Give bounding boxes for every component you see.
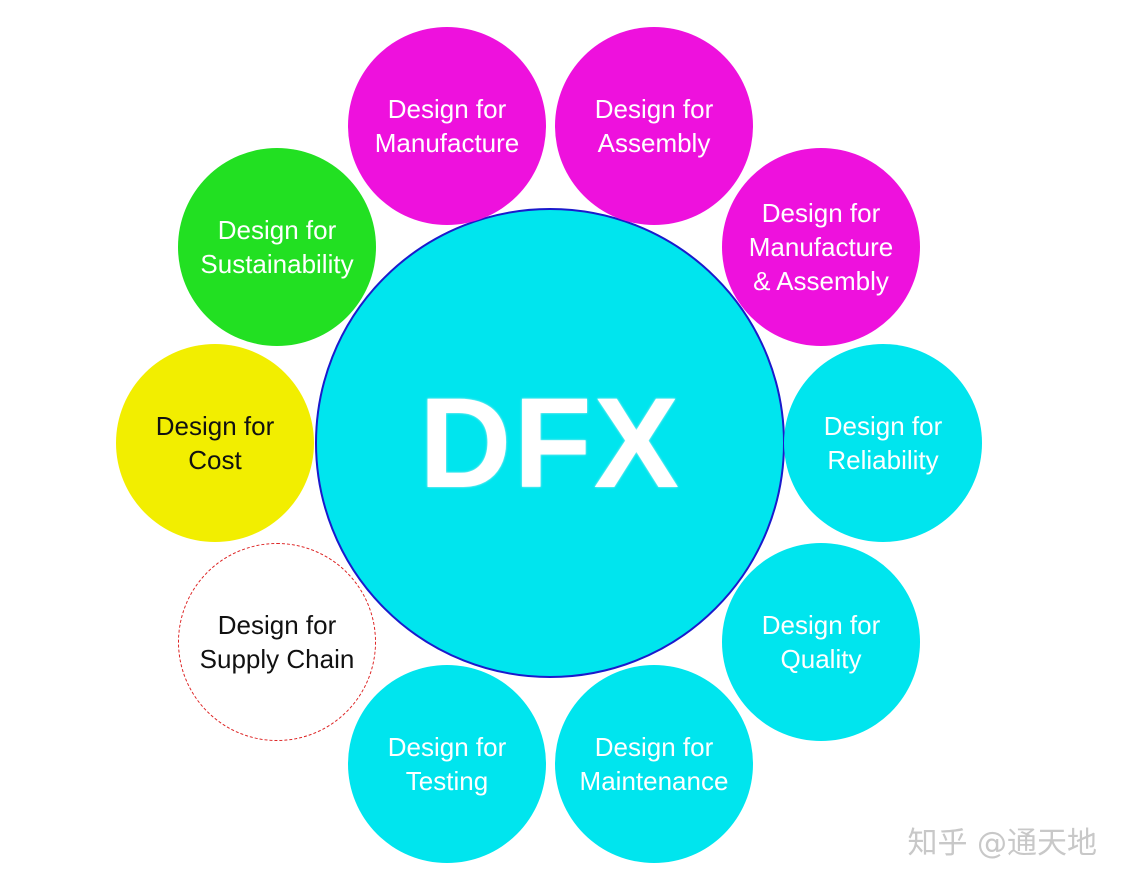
node-sustainability-line1: Design for xyxy=(217,215,337,245)
node-supply-chain: Design for Supply Chain xyxy=(178,543,376,741)
node-supply-chain-line1: Design for xyxy=(217,610,337,640)
node-cost-line1: Design for xyxy=(155,411,275,441)
node-assembly: Design for Assembly xyxy=(555,27,753,225)
node-cost: Design for Cost xyxy=(116,344,314,542)
dfx-center-circle: DFX xyxy=(315,208,785,678)
node-quality-line2: Quality xyxy=(780,644,862,674)
node-reliability-line2: Reliability xyxy=(827,445,939,475)
node-supply-chain-line2: Supply Chain xyxy=(199,644,355,674)
node-reliability-line1: Design for xyxy=(823,411,943,441)
node-manufacture: Design for Manufacture xyxy=(348,27,546,225)
node-reliability: Design for Reliability xyxy=(784,344,982,542)
watermark-text: 知乎 @通天地 xyxy=(907,826,1097,861)
node-maintenance-line2: Maintenance xyxy=(579,766,729,796)
node-manufacture-line2: Manufacture xyxy=(374,128,520,158)
node-assembly-line1: Design for xyxy=(594,94,714,124)
node-quality: Design for Quality xyxy=(722,543,920,741)
node-testing-line1: Design for xyxy=(387,732,507,762)
node-quality-line1: Design for xyxy=(761,610,881,640)
node-sustainability: Design for Sustainability xyxy=(178,148,376,346)
node-manufacture-line1: Design for xyxy=(387,94,507,124)
node-assembly-line2: Assembly xyxy=(597,128,711,158)
dfx-title: DFX xyxy=(419,371,681,515)
node-maintenance: Design for Maintenance xyxy=(555,665,753,863)
node-testing-line2: Testing xyxy=(405,766,489,796)
node-maintenance-line1: Design for xyxy=(594,732,714,762)
node-manufacture-assembly-line1: Design for xyxy=(761,198,881,228)
node-manufacture-assembly-line2: Manufacture xyxy=(748,232,894,262)
node-testing: Design for Testing xyxy=(348,665,546,863)
node-manufacture-assembly: Design for Manufacture & Assembly xyxy=(722,148,920,346)
node-manufacture-assembly-line3: & Assembly xyxy=(753,266,889,296)
node-sustainability-line2: Sustainability xyxy=(200,249,354,279)
node-cost-line2: Cost xyxy=(188,445,242,475)
